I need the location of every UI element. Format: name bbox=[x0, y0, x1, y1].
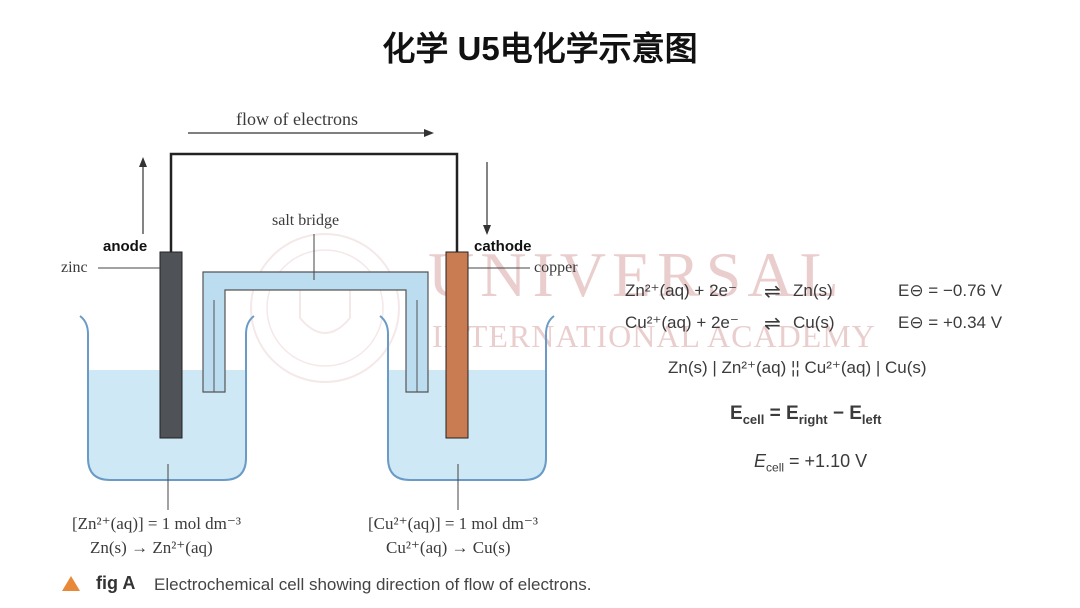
flow-arrow-head bbox=[424, 129, 434, 137]
zinc-equilibrium-lhs: Zn²⁺(aq) + 2e⁻ bbox=[625, 281, 737, 300]
copper-equilibrium-lhs: Cu²⁺(aq) + 2e⁻ bbox=[625, 313, 739, 332]
cell-notation: Zn(s) | Zn²⁺(aq) ¦¦ Cu²⁺(aq) | Cu(s) bbox=[668, 358, 927, 377]
flow-of-electrons-label: flow of electrons bbox=[236, 109, 358, 129]
zinc-electrode-potential: E⊖ = −0.76 V bbox=[898, 281, 1003, 300]
ecell-value: Ecell = +1.10 V bbox=[754, 451, 868, 475]
watermark-seal bbox=[230, 228, 420, 393]
caption-text: Electrochemical cell showing direction o… bbox=[154, 575, 592, 594]
external-wire bbox=[169, 152, 459, 252]
copper-electrode bbox=[445, 251, 469, 439]
copper-electrode-potential: E⊖ = +0.34 V bbox=[898, 313, 1003, 332]
cathode-label: cathode bbox=[474, 238, 532, 255]
zinc-concentration: [Zn²⁺(aq)] = 1 mol dm⁻³ bbox=[72, 514, 241, 533]
copper-half-reaction: Cu²⁺(aq) → Cu(s) bbox=[386, 538, 511, 557]
left-beaker bbox=[79, 315, 255, 481]
zinc-equilibrium-rhs: Zn(s) bbox=[793, 281, 833, 300]
salt-bridge bbox=[202, 271, 429, 393]
copper-concentration: [Cu²⁺(aq)] = 1 mol dm⁻³ bbox=[368, 514, 538, 533]
copper-label: copper bbox=[534, 259, 578, 276]
caption-figure-label: fig A bbox=[96, 573, 136, 593]
watermark-text-main: UNIVERSAL bbox=[428, 239, 845, 310]
zinc-equilibrium-arrow: ⇌ bbox=[764, 281, 781, 303]
copper-equilibrium-arrow: ⇌ bbox=[764, 313, 781, 335]
copper-equilibrium-rhs: Cu(s) bbox=[793, 313, 835, 332]
watermark-text-sub: INTERNATIONAL ACADEMY bbox=[432, 318, 876, 354]
right-beaker bbox=[379, 315, 555, 481]
caption-triangle-icon bbox=[62, 576, 80, 591]
salt-bridge-label: salt bridge bbox=[272, 212, 340, 229]
page-title: 化学 U5电化学示意图 bbox=[382, 30, 698, 67]
cathode-arrow-head bbox=[483, 225, 491, 235]
zinc-label: zinc bbox=[61, 259, 88, 276]
zinc-electrode bbox=[159, 251, 183, 439]
ecell-formula: Ecell = Eright − Eleft bbox=[730, 403, 882, 427]
anode-arrow-head bbox=[139, 157, 147, 167]
anode-label: anode bbox=[103, 238, 148, 255]
zinc-half-reaction: Zn(s) → Zn²⁺(aq) bbox=[90, 538, 213, 557]
